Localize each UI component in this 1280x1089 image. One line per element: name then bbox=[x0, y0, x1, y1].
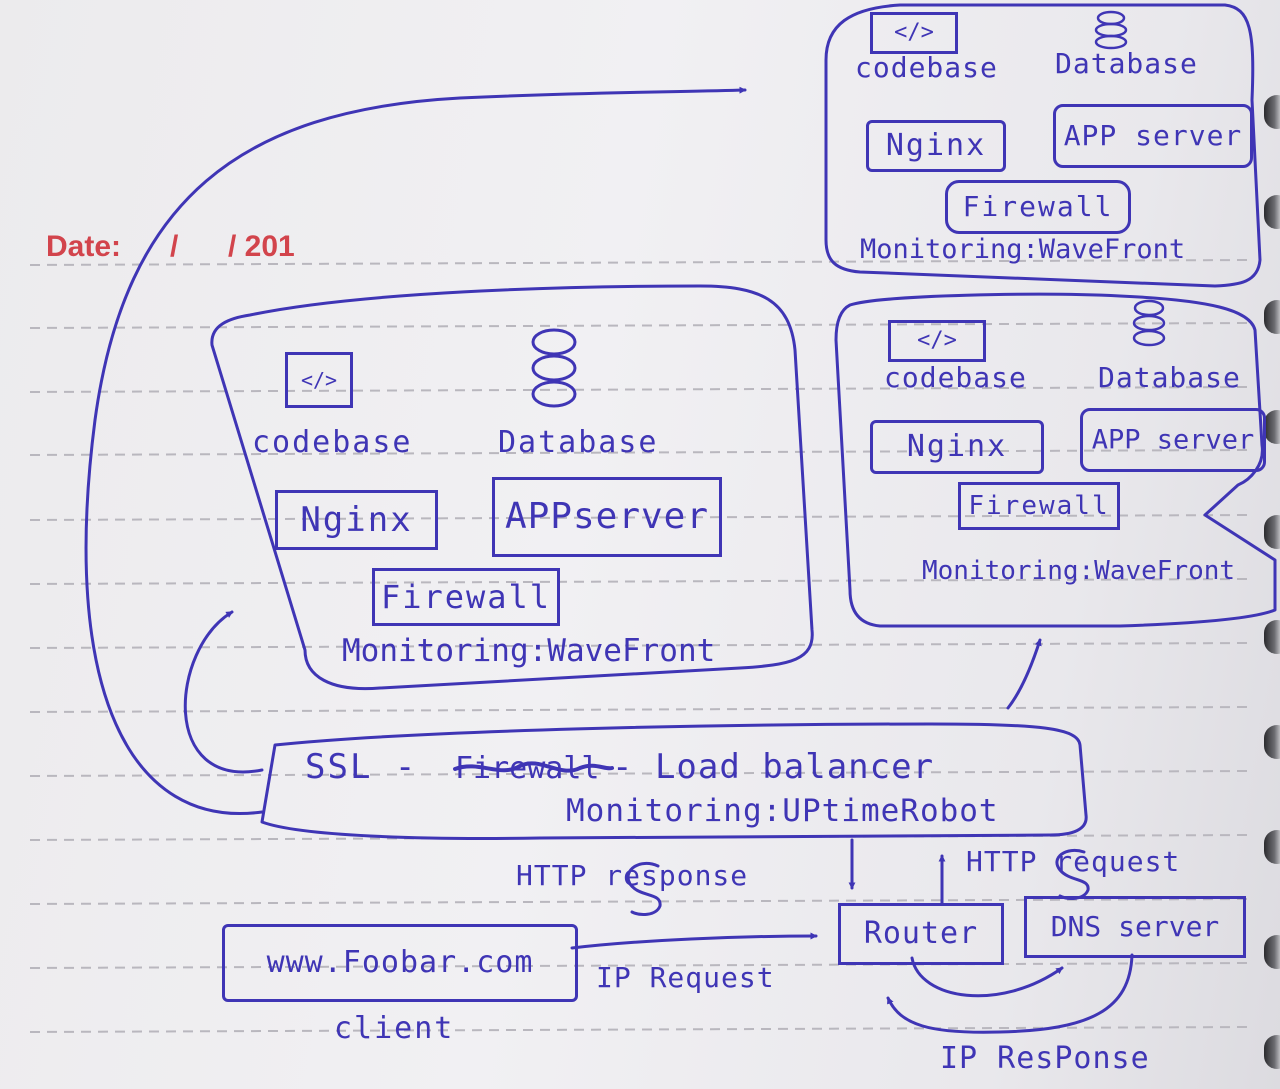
ip-response-label: IP ResPonse bbox=[940, 1041, 1150, 1076]
arrow-lb-to-server-1 bbox=[183, 610, 264, 774]
load-balancer-monitoring-label: Monitoring:UPtimeRobot bbox=[566, 793, 999, 829]
router-box: Router bbox=[838, 903, 1004, 965]
monitoring-label: Monitoring:WaveFront bbox=[860, 234, 1186, 265]
monitoring-label: Monitoring:WaveFront bbox=[922, 556, 1236, 586]
monitoring-label: Monitoring:WaveFront bbox=[342, 633, 716, 669]
strikethrough-scribble bbox=[453, 761, 614, 773]
load-balancer-outline bbox=[260, 722, 1088, 840]
binding-ring bbox=[1264, 95, 1280, 129]
database-icon bbox=[531, 328, 577, 408]
load-balancer-label: - Load balancer bbox=[612, 747, 935, 787]
binding-ring bbox=[1264, 1035, 1280, 1069]
binding-ring bbox=[1264, 830, 1280, 864]
nginx-box: Nginx bbox=[275, 490, 438, 550]
server-2-outline bbox=[824, 3, 1262, 288]
codebase-icon: </> bbox=[888, 320, 986, 362]
firewall-box: Firewall bbox=[372, 568, 560, 626]
codebase-label: codebase bbox=[252, 425, 413, 460]
codebase-icon: </> bbox=[285, 352, 353, 408]
firewall-box: Firewall bbox=[958, 482, 1120, 530]
binding-ring bbox=[1264, 620, 1280, 654]
http-response-label: HTTP response bbox=[516, 859, 749, 892]
codebase-label: codebase bbox=[884, 361, 1027, 394]
http-request-label: HTTP request bbox=[966, 845, 1181, 878]
client-caption: client bbox=[334, 1011, 455, 1046]
date-year: / 201 bbox=[228, 230, 295, 263]
nginx-box: Nginx bbox=[866, 120, 1006, 172]
dns-server-box: DNS server bbox=[1024, 896, 1246, 958]
app-server-box: APP server bbox=[1080, 408, 1266, 472]
binding-ring bbox=[1264, 515, 1280, 549]
binding-ring bbox=[1264, 410, 1280, 444]
binding-ring bbox=[1264, 300, 1280, 334]
firewall-box: Firewall bbox=[945, 180, 1131, 234]
database-icon bbox=[1094, 10, 1128, 50]
database-icon bbox=[1132, 299, 1166, 347]
arrow-lb-to-server-2 bbox=[84, 86, 747, 815]
nginx-box: Nginx bbox=[870, 420, 1044, 474]
ssl-label: SSL - bbox=[305, 747, 418, 787]
arrow-ip-request bbox=[570, 932, 818, 950]
date-separator: / bbox=[170, 230, 179, 263]
binding-ring bbox=[1264, 195, 1280, 229]
swirl-left bbox=[626, 861, 662, 916]
date-label: Date: bbox=[46, 230, 122, 263]
client-box: www.Foobar.com bbox=[222, 924, 578, 1002]
app-server-box: APPserver bbox=[492, 477, 722, 557]
struck-firewall-label: Firewall bbox=[455, 751, 600, 786]
ip-request-label: IP Request bbox=[596, 961, 775, 994]
server-1-outline bbox=[210, 284, 814, 691]
server-3-outline bbox=[834, 292, 1277, 628]
database-label: Database bbox=[498, 425, 659, 460]
database-label: Database bbox=[1098, 361, 1241, 394]
arrow-lb-to-server-3 bbox=[1006, 638, 1042, 710]
codebase-label: codebase bbox=[855, 51, 998, 84]
database-label: Database bbox=[1055, 47, 1198, 80]
app-server-box: APP server bbox=[1053, 104, 1253, 168]
arrow-ip-response bbox=[886, 953, 1134, 1034]
binding-ring bbox=[1264, 725, 1280, 759]
binding-ring bbox=[1264, 935, 1280, 969]
arrow-router-to-dns bbox=[910, 956, 1064, 998]
codebase-icon: </> bbox=[870, 12, 958, 54]
